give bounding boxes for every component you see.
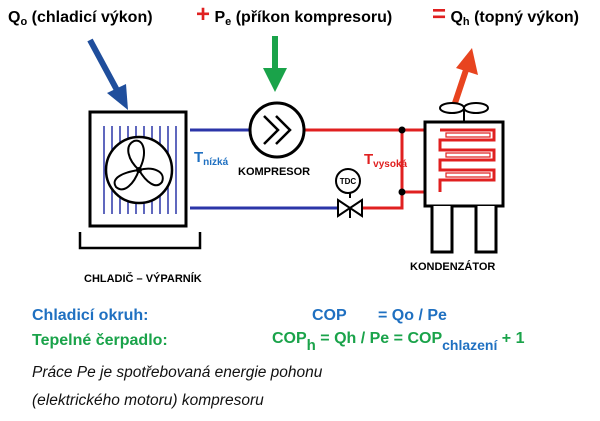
note-line-2: (elektrického motoru) kompresoru (32, 392, 264, 409)
condenser-fan-icon (439, 102, 489, 122)
expansion-valve (335, 168, 363, 218)
cooling-power-label: Qo (chladicí výkon) (8, 9, 153, 28)
heat-pump-cop-formula: COPh = Qh / Pe = COPchlazení + 1 (272, 330, 525, 354)
compressor-power-label: + Pe (příkon kompresoru) (196, 1, 392, 28)
pipe-junction-top (398, 126, 406, 134)
cooling-cop-formula: = Qo / Pe (378, 307, 447, 324)
low-temperature-label: Tnízká (194, 149, 229, 168)
heating-power-label: = Qh (topný výkon) (432, 1, 579, 28)
refrigerant-piping (190, 128, 440, 210)
compressor-icon (248, 101, 306, 159)
cooling-cop-label: COP (312, 307, 347, 324)
valve-sensor-icon (335, 168, 361, 194)
valve-label: TDC (340, 177, 357, 186)
compressor-label: KOMPRESOR (238, 166, 310, 178)
condenser-label: KONDENZÁTOR (410, 260, 495, 273)
evaporator-label: CHLADIČ – VÝPARNÍK (84, 272, 202, 285)
cooling-circuit-label: Chladicí okruh: (32, 307, 149, 324)
high-temperature-label: Tvysoká (364, 151, 408, 170)
note-line-1: Práce Pe je spotřebovaná energie pohonu (32, 364, 323, 381)
heat-pump-label: Tepelné čerpadlo: (32, 332, 168, 349)
compressor-power-arrow (263, 36, 287, 92)
condenser (423, 102, 505, 254)
evaporator (78, 110, 202, 250)
cooling-power-arrow (87, 38, 128, 110)
pipe-junction-bottom (398, 188, 406, 196)
